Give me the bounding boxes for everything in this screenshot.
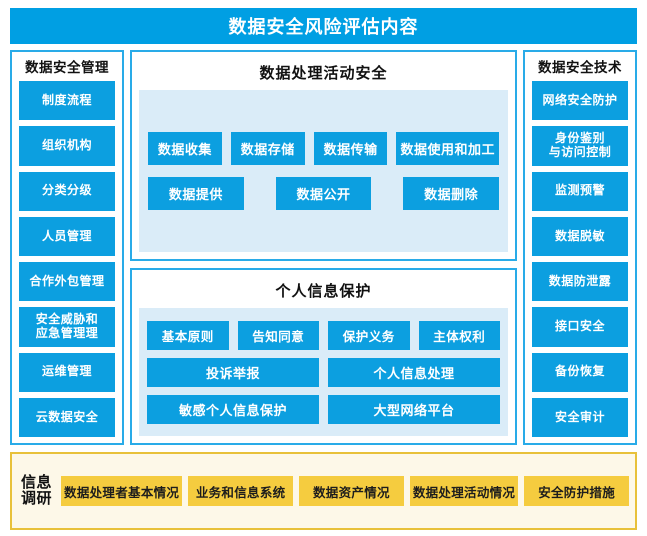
left-panel-items: 制度流程 组织机构 分类分级 人员管理 合作外包管理 安全威胁和 应急管理理 运… [19,81,115,438]
center-panel-1-row-1: 数据收集 数据存储 数据传输 数据使用和加工 [148,132,499,165]
bottom-item-3[interactable]: 数据处理活动情况 [409,476,519,506]
left-item-4[interactable]: 合作外包管理 [19,262,115,302]
right-item-1[interactable]: 身份鉴别 与访问控制 [532,126,628,166]
panel-personal-information-protection: 个人信息保护 基本原则 告知同意 保护义务 主体权利 投诉举报 个人信息处理 敏… [130,268,517,445]
tile-data-collection[interactable]: 数据收集 [148,132,222,165]
right-item-7[interactable]: 安全审计 [532,397,628,438]
left-item-1[interactable]: 组织机构 [19,126,115,166]
tile-data-storage[interactable]: 数据存储 [230,132,305,165]
page-title-banner: 数据安全风险评估内容 [10,8,637,44]
center-panel-2-row-3: 敏感个人信息保护 大型网络平台 [147,394,500,424]
tile-personal-info-processing[interactable]: 个人信息处理 [328,357,500,387]
center-panel-2-row-2: 投诉举报 个人信息处理 [147,357,500,387]
bottom-bar-information-survey: 信息 调研 数据处理者基本情况 业务和信息系统 数据资产情况 数据处理活动情况 … [10,452,637,530]
center-panel-2-body: 基本原则 告知同意 保护义务 主体权利 投诉举报 个人信息处理 敏感个人信息保护… [139,308,508,436]
tile-complaints-reporting[interactable]: 投诉举报 [147,357,319,387]
right-item-2[interactable]: 监测预警 [532,171,628,211]
right-item-0[interactable]: 网络安全防护 [532,81,628,121]
tile-data-use-processing[interactable]: 数据使用和加工 [396,132,499,165]
main-columns: 数据安全管理 制度流程 组织机构 分类分级 人员管理 合作外包管理 安全威胁和 … [10,50,637,445]
bottom-item-2[interactable]: 数据资产情况 [299,476,404,506]
right-item-5[interactable]: 接口安全 [532,307,628,347]
left-item-0[interactable]: 制度流程 [19,81,115,121]
right-panel-items: 网络安全防护 身份鉴别 与访问控制 监测预警 数据脱敏 数据防泄露 接口安全 备… [532,81,628,438]
right-item-4[interactable]: 数据防泄露 [532,262,628,302]
tile-large-network-platform[interactable]: 大型网络平台 [328,394,500,424]
center-panel-2-row-1: 基本原则 告知同意 保护义务 主体权利 [147,320,500,350]
left-item-7[interactable]: 云数据安全 [19,397,115,438]
bottom-item-1[interactable]: 业务和信息系统 [188,476,294,506]
center-panel-1-row-2: 数据提供 数据公开 数据删除 [148,177,500,210]
right-item-3[interactable]: 数据脱敏 [532,216,628,257]
bottom-bar-items: 数据处理者基本情况 业务和信息系统 数据资产情况 数据处理活动情况 安全防护措施 [61,476,630,506]
center-panel-2-title: 个人信息保护 [275,283,372,300]
bottom-item-0[interactable]: 数据处理者基本情况 [61,476,183,506]
left-item-6[interactable]: 运维管理 [19,352,115,392]
left-item-3[interactable]: 人员管理 [19,216,115,257]
bottom-bar-label: 信息 调研 [21,473,53,507]
tile-data-transmission[interactable]: 数据传输 [313,132,388,165]
right-panel-title: 数据安全技术 [538,60,622,75]
panel-data-security-technology: 数据安全技术 网络安全防护 身份鉴别 与访问控制 监测预警 数据脱敏 数据防泄露… [523,50,637,445]
tile-data-provision[interactable]: 数据提供 [148,177,244,210]
tile-basic-principles[interactable]: 基本原则 [147,320,229,350]
tile-subject-rights[interactable]: 主体权利 [418,320,500,350]
left-item-2[interactable]: 分类分级 [19,171,115,211]
tile-notice-consent[interactable]: 告知同意 [237,320,319,350]
bottom-item-4[interactable]: 安全防护措施 [524,476,630,506]
panel-data-security-management: 数据安全管理 制度流程 组织机构 分类分级 人员管理 合作外包管理 安全威胁和 … [10,50,124,445]
left-item-5[interactable]: 安全威胁和 应急管理理 [19,307,115,347]
right-item-6[interactable]: 备份恢复 [532,352,628,392]
tile-data-disclosure[interactable]: 数据公开 [275,177,372,210]
tile-protection-obligation[interactable]: 保护义务 [328,320,410,350]
tile-data-deletion[interactable]: 数据删除 [403,177,500,210]
left-panel-title: 数据安全管理 [25,60,109,75]
center-panel-1-title: 数据处理活动安全 [259,65,388,82]
center-panel-1-body: 数据收集 数据存储 数据传输 数据使用和加工 数据提供 数据公开 数据删除 [139,90,508,252]
tile-sensitive-personal-info-protection[interactable]: 敏感个人信息保护 [147,394,319,424]
page-title: 数据安全风险评估内容 [228,17,419,37]
center-column: 数据处理活动安全 数据收集 数据存储 数据传输 数据使用和加工 数据提供 数据公… [130,50,517,445]
panel-data-processing-activity-security: 数据处理活动安全 数据收集 数据存储 数据传输 数据使用和加工 数据提供 数据公… [130,50,517,261]
